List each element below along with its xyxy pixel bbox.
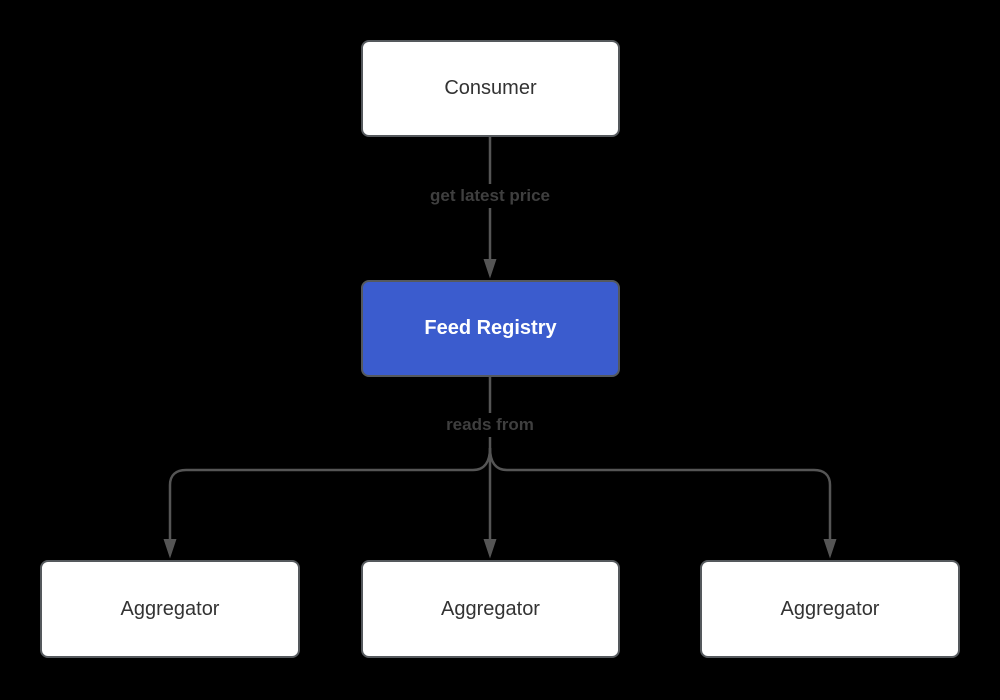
node-aggregator-2-label: Aggregator — [441, 597, 540, 620]
node-aggregator-1-label: Aggregator — [120, 597, 220, 620]
node-aggregator-1: Aggregator — [40, 560, 300, 658]
node-consumer-label: Consumer — [444, 77, 537, 99]
node-aggregator-3: Aggregator — [700, 560, 960, 658]
edge-registry-to-aggregator-1 — [168, 447, 492, 540]
arrowhead-aggregator-1 — [163, 539, 177, 559]
arrowhead-registry — [483, 259, 497, 279]
node-consumer: Consumer — [361, 40, 620, 137]
arrowhead-aggregator-2 — [483, 539, 497, 559]
edge-label-get-latest-price: get latest price — [422, 184, 558, 208]
edge-registry-to-aggregator-3 — [488, 447, 832, 540]
edge-label-reads-from: reads from — [438, 413, 542, 437]
node-feed-registry: Feed Registry — [361, 280, 620, 377]
node-aggregator-2: Aggregator — [361, 560, 620, 658]
arrowhead-aggregator-3 — [823, 539, 837, 559]
node-feed-registry-label: Feed Registry — [424, 317, 557, 339]
node-aggregator-3-label: Aggregator — [780, 597, 880, 620]
